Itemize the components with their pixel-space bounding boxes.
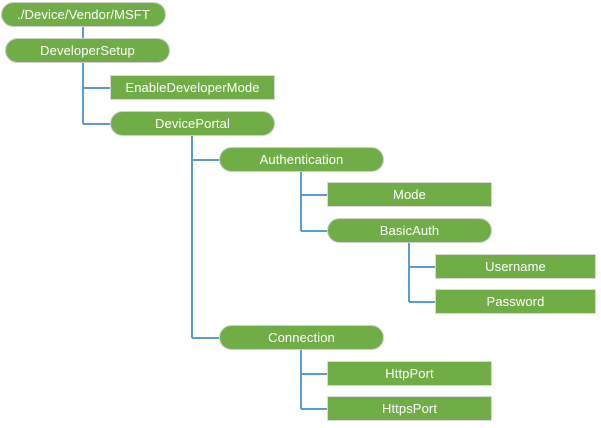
tree-node-label-basic-auth: BasicAuth — [379, 223, 440, 238]
tree-node-root[interactable]: ./Device/Vendor/MSFT — [1, 2, 166, 27]
tree-node-label-username: Username — [485, 259, 546, 274]
tree-node-label-developer-setup: DeveloperSetup — [40, 43, 135, 58]
tree-node-basic-auth[interactable]: BasicAuth — [327, 218, 492, 243]
tree-node-label-device-portal: DevicePortal — [155, 116, 230, 131]
tree-node-password[interactable]: Password — [435, 289, 596, 314]
tree-node-enable-developer-mode[interactable]: EnableDeveloperMode — [110, 75, 275, 100]
tree-node-label-root: ./Device/Vendor/MSFT — [17, 7, 150, 22]
tree-node-https-port[interactable]: HttpsPort — [327, 396, 492, 421]
tree-node-label-enable-developer-mode: EnableDeveloperMode — [125, 80, 260, 95]
tree-node-label-connection: Connection — [268, 330, 335, 345]
tree-node-label-password: Password — [486, 294, 545, 309]
tree-node-connection[interactable]: Connection — [219, 325, 384, 350]
tree-node-http-port[interactable]: HttpPort — [327, 361, 492, 386]
tree-node-label-mode: Mode — [393, 187, 426, 202]
tree-node-mode[interactable]: Mode — [327, 182, 492, 207]
tree-node-label-https-port: HttpsPort — [381, 401, 438, 416]
tree-node-developer-setup[interactable]: DeveloperSetup — [5, 38, 170, 63]
tree-node-label-authentication: Authentication — [259, 152, 344, 167]
tree-node-label-http-port: HttpPort — [385, 366, 434, 381]
tree-node-authentication[interactable]: Authentication — [219, 147, 384, 172]
tree-node-username[interactable]: Username — [435, 254, 596, 279]
tree-node-device-portal[interactable]: DevicePortal — [110, 111, 275, 136]
